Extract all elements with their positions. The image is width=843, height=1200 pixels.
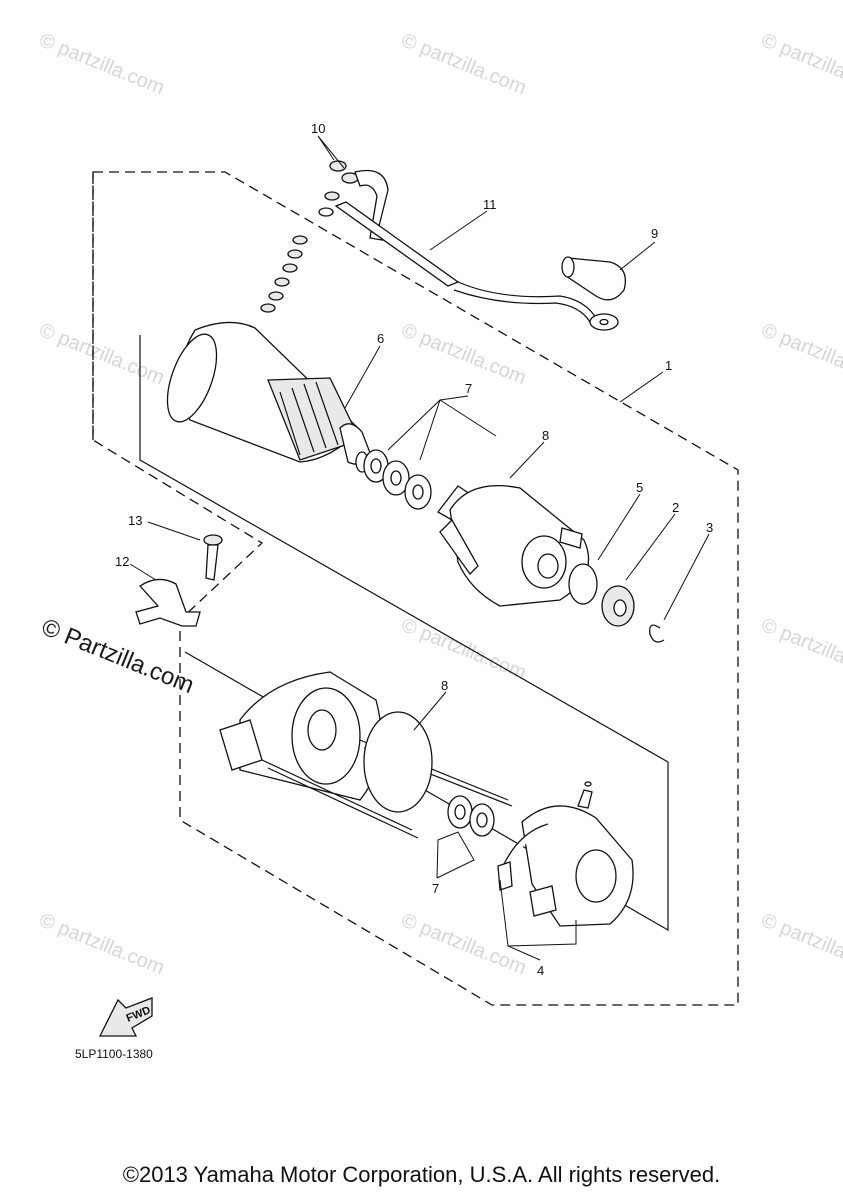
watermark-text: © partzilla.com	[36, 319, 167, 389]
nut-washer-stack	[260, 160, 359, 313]
shim-washer-set-upper	[363, 449, 471, 521]
leader-lines	[129, 135, 710, 961]
callout-8-lower: 8	[441, 678, 448, 693]
front-cover	[439, 485, 590, 607]
copyright-notice: ©2013 Yamaha Motor Corporation, U.S.A. A…	[122, 1162, 721, 1187]
callout-12: 12	[115, 554, 129, 569]
starter-housing	[219, 671, 513, 839]
shim-washer-set-lower	[447, 795, 495, 837]
callout-13: 13	[128, 513, 142, 528]
watermark-text: © partzilla.com	[758, 614, 843, 684]
callout-6: 6	[377, 331, 384, 346]
callout-1: 1	[665, 358, 672, 373]
mounting-bolt	[203, 534, 223, 581]
terminal-cover	[561, 256, 627, 301]
callout-7-lower: 7	[432, 881, 439, 896]
watermark-text: © partzilla.com	[398, 319, 529, 389]
o-ring	[568, 563, 598, 605]
watermark-text: © partzilla.com	[398, 614, 529, 684]
circlip	[649, 624, 665, 643]
bracket	[135, 578, 201, 627]
callout-8-upper: 8	[542, 428, 549, 443]
callout-3: 3	[706, 520, 713, 535]
lead-wire	[334, 169, 619, 331]
callout-11: 11	[483, 197, 497, 212]
partzilla-watermark: © Partzilla.com	[38, 614, 198, 700]
watermark-text: © partzilla.com	[398, 29, 529, 99]
callout-5: 5	[636, 480, 643, 495]
diagram-code: 5LP1100-1380	[75, 1047, 153, 1061]
armature-assembly	[166, 321, 373, 473]
watermark-text: © partzilla.com	[398, 909, 529, 979]
watermark-text: © partzilla.com	[36, 909, 167, 979]
o-ring-lower	[363, 711, 433, 813]
brush-holder-set	[497, 781, 634, 927]
watermark-text: © partzilla.com	[36, 29, 167, 99]
alignment-line-upper	[139, 335, 669, 763]
callout-10: 10	[311, 121, 325, 136]
watermark-text: © partzilla.com	[758, 909, 843, 979]
watermark-text: © partzilla.com	[758, 319, 843, 389]
assembly-boundary-upper	[92, 171, 739, 1006]
pinion-gear	[601, 585, 635, 627]
watermark-text: © partzilla.com	[758, 29, 843, 99]
forward-arrow-icon: FWD	[98, 997, 153, 1037]
callout-7-upper: 7	[465, 381, 472, 396]
callout-4: 4	[537, 963, 544, 978]
callout-9: 9	[651, 226, 658, 241]
callout-2: 2	[672, 500, 679, 515]
